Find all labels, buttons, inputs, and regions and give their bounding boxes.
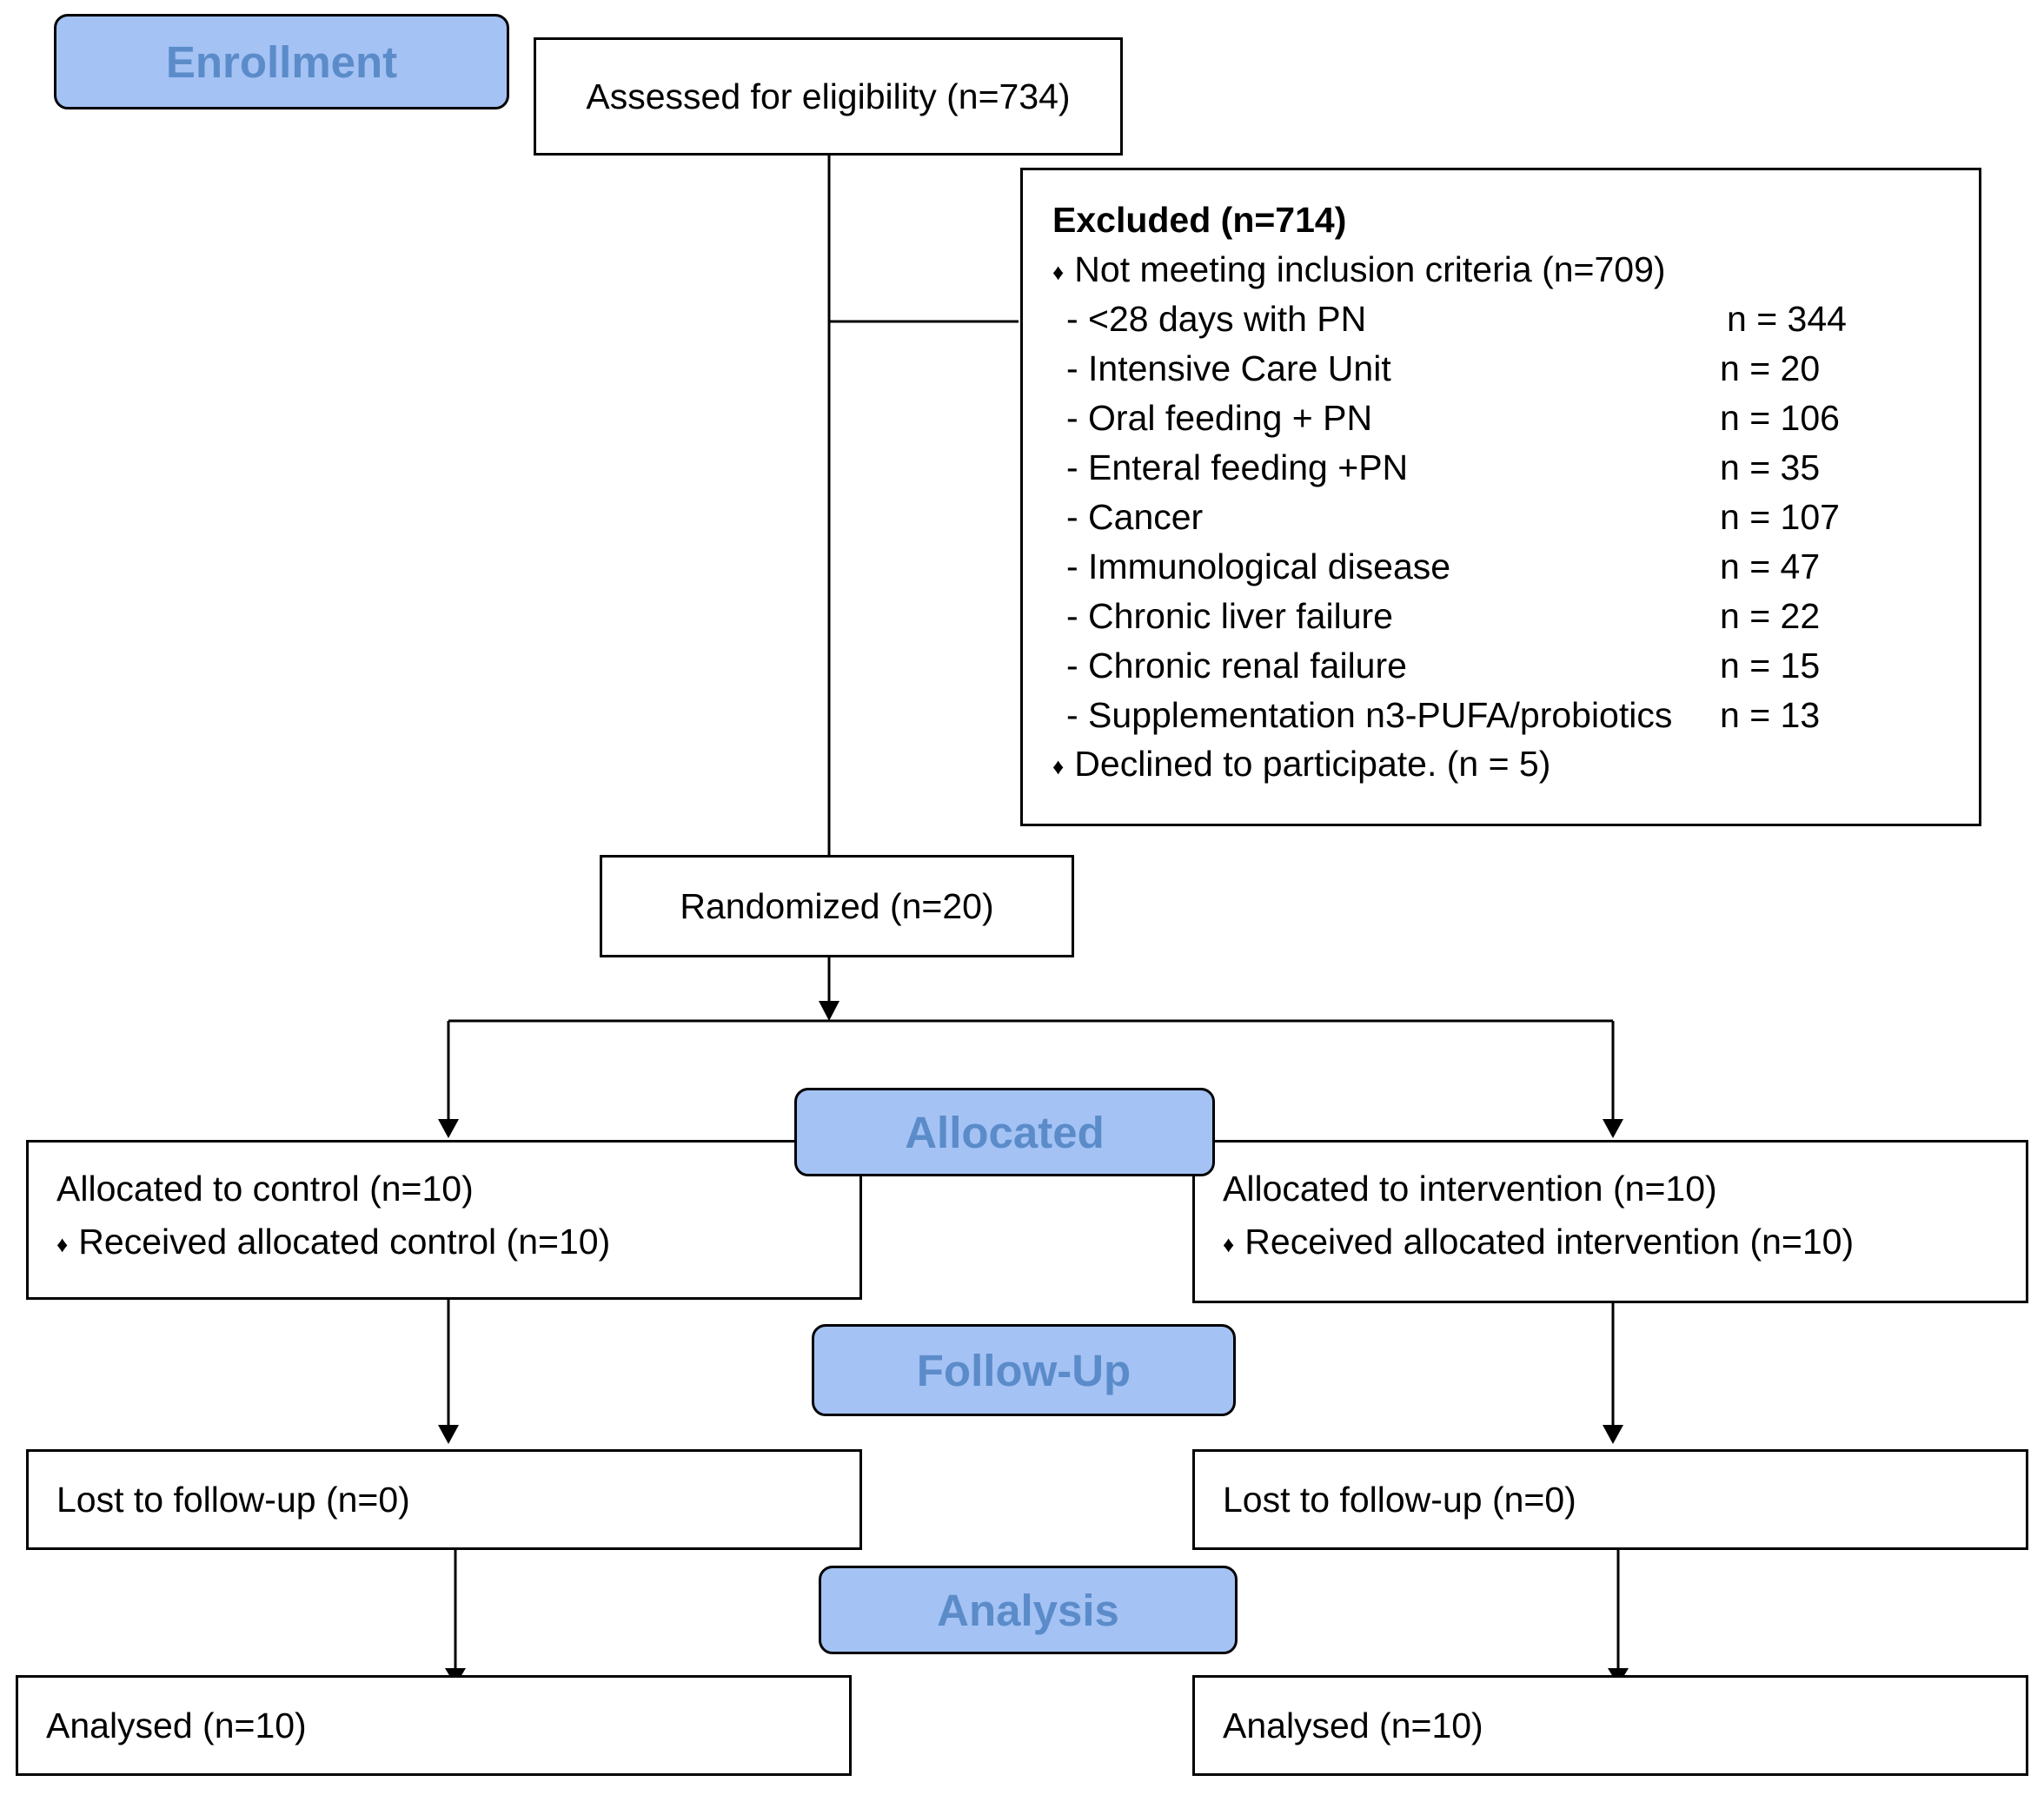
exclusion-reason-row: - Intensive Care Unit [1066, 348, 1391, 389]
exclusion-reason-label: - Supplementation n3-PUFA/probiotics [1066, 695, 1673, 735]
bullet-icon: ♦ [1052, 752, 1065, 779]
exclusion-reason-count: n = 35 [1720, 447, 1821, 487]
exclusion-reason-count: n = 47 [1720, 546, 1821, 586]
exclusion-reason-row: - <28 days with PN [1066, 299, 1366, 340]
exclusion-reason-row: - Chronic renal failure [1066, 646, 1407, 686]
stage-enrollment: Enrollment [54, 14, 509, 109]
intervention-followup-arrowhead [1603, 1425, 1623, 1444]
assessed-text: Assessed for eligibility (n=734) [586, 76, 1071, 116]
exclusion-reason-row: - Supplementation n3-PUFA/probiotics [1066, 695, 1672, 736]
control-allocated-text: Allocated to control (n=10) [56, 1169, 474, 1209]
intervention-allocated-box: Allocated to intervention (n=10) ♦ Receiv… [1192, 1140, 2028, 1303]
stage-allocated-label: Allocated [905, 1107, 1105, 1157]
exclusion-reason-label: - Enteral feeding +PN [1066, 447, 1409, 487]
exclusion-reason-count: n = 106 [1720, 398, 1840, 438]
exclusion-reason-label: - Cancer [1066, 497, 1204, 537]
bullet-icon: ♦ [56, 1230, 69, 1257]
exclusion-reason-label: - Chronic renal failure [1066, 646, 1407, 686]
control-lost-text: Lost to follow-up (n=0) [56, 1479, 410, 1520]
control-allocated-box: Allocated to control (n=10) ♦ Received al… [26, 1140, 862, 1300]
exclusion-reason-row: - Enteral feeding +PN [1066, 447, 1408, 488]
declined-text: Declined to participate. (n = 5) [1074, 744, 1551, 784]
intervention-alloc-arrowhead [1603, 1119, 1623, 1138]
exclusion-reason-label: - Intensive Care Unit [1066, 348, 1391, 388]
control-alloc-arrowhead [438, 1119, 459, 1138]
control-analysed-text: Analysed (n=10) [46, 1705, 307, 1745]
randomized-text: Randomized (n=20) [680, 885, 994, 926]
stage-analysis: Analysis [819, 1566, 1238, 1654]
excluded-box: Excluded (n=714) ♦ Not meeting inclusion … [1020, 168, 1981, 826]
declined-row: ♦ Declined to participate. (n = 5) [1052, 744, 1550, 785]
intervention-analysed-text: Analysed (n=10) [1223, 1705, 1483, 1745]
randomized-arrowhead [819, 1001, 840, 1021]
intervention-allocated-text: Allocated to intervention (n=10) [1223, 1169, 1717, 1209]
intervention-lost-box: Lost to follow-up (n=0) [1192, 1449, 2028, 1550]
control-received-text: Received allocated control (n=10) [78, 1222, 611, 1262]
exclusion-reason-label: - <28 days with PN [1066, 299, 1367, 339]
intervention-analysed-box: Analysed (n=10) [1192, 1675, 2028, 1776]
exclusion-reason-label: - Immunological disease [1066, 546, 1451, 586]
exclusion-reason-row: - Cancer [1066, 497, 1203, 538]
exclusion-reason-count: n = 22 [1720, 596, 1821, 636]
intervention-received-text: Received allocated intervention (n=10) [1244, 1222, 1855, 1262]
excluded-title: Excluded (n=714) [1052, 200, 1347, 240]
control-followup-arrowhead [438, 1425, 459, 1444]
exclusion-reason-count: n = 15 [1720, 646, 1821, 686]
control-received-row: ♦ Received allocated control (n=10) [56, 1222, 610, 1262]
randomized-box: Randomized (n=20) [600, 855, 1074, 957]
exclusion-reason-count: n = 20 [1720, 348, 1821, 388]
control-lost-box: Lost to follow-up (n=0) [26, 1449, 862, 1550]
exclusion-reason-label: - Chronic liver failure [1066, 596, 1393, 636]
exclusion-reason-row: - Chronic liver failure [1066, 596, 1393, 637]
intervention-lost-text: Lost to follow-up (n=0) [1223, 1479, 1576, 1520]
exclusion-reason-count: n = 344 [1727, 299, 1847, 339]
exclusion-reason-label: - Oral feeding + PN [1066, 398, 1373, 438]
exclusion-reason-row: - Immunological disease [1066, 546, 1450, 587]
control-analysed-box: Analysed (n=10) [16, 1675, 852, 1776]
not-meeting-criteria: ♦ Not meeting inclusion criteria (n=709) [1052, 249, 1666, 290]
intervention-received-row: ♦ Received allocated intervention (n=10) [1223, 1222, 1854, 1262]
exclusion-reason-count: n = 13 [1720, 695, 1821, 735]
bullet-icon: ♦ [1052, 258, 1065, 285]
stage-follow-up-label: Follow-Up [916, 1345, 1132, 1395]
exclusion-reason-count: n = 107 [1720, 497, 1840, 537]
stage-analysis-label: Analysis [937, 1585, 1119, 1635]
assessed-box: Assessed for eligibility (n=734) [534, 37, 1123, 156]
stage-enrollment-label: Enrollment [165, 36, 398, 87]
stage-allocated: Allocated [794, 1088, 1215, 1176]
stage-follow-up: Follow-Up [812, 1324, 1236, 1416]
bullet-icon: ♦ [1223, 1230, 1235, 1257]
exclusion-reason-row: - Oral feeding + PN [1066, 398, 1372, 439]
not-meeting-text: Not meeting inclusion criteria (n=709) [1074, 249, 1666, 289]
